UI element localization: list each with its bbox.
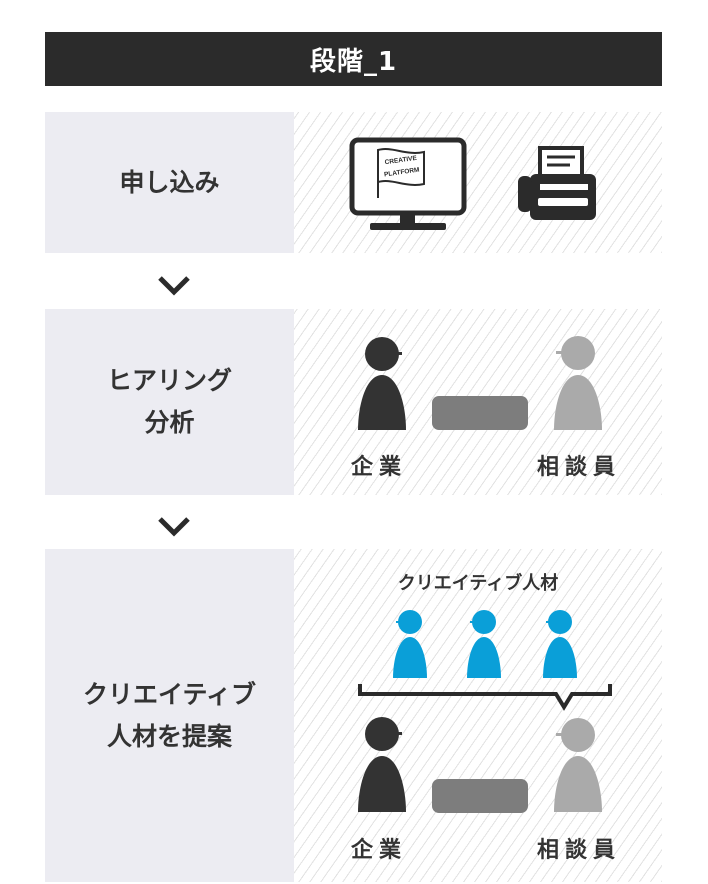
step-label-text: 申し込み — [119, 167, 220, 197]
consultant-caption: 相談員 — [537, 838, 622, 863]
step-visual: 企業 相談員 — [294, 309, 662, 495]
chevron-down-icon — [158, 276, 190, 296]
logo-line2: PLATFORM — [384, 167, 420, 179]
chevron-down-icon — [158, 517, 190, 537]
group-bracket — [358, 684, 612, 711]
meeting-table — [432, 396, 528, 430]
computer-monitor-icon: CREATIVE PLATFORM — [349, 137, 467, 230]
step-label: ヒアリング 分析 — [45, 309, 294, 495]
creative-person-icon — [467, 610, 501, 678]
step-hearing: ヒアリング 分析 企業 相談員 — [45, 309, 662, 495]
creative-person-icon — [543, 610, 577, 678]
step-label-line2: 人材を提案 — [106, 721, 232, 751]
meeting-table — [432, 779, 528, 813]
step-label: 申し込み — [45, 112, 294, 253]
fax-machine-icon — [518, 146, 596, 220]
step-visual: クリエイティブ人材 — [294, 549, 662, 882]
creative-person-icon — [393, 610, 427, 678]
step-visual: CREATIVE PLATFORM — [294, 112, 662, 253]
company-caption: 企業 — [351, 455, 408, 480]
company-caption: 企業 — [351, 838, 408, 863]
step-label-line1: クリエイティブ — [82, 679, 256, 709]
step-label-line1: ヒアリング — [106, 366, 232, 395]
consultant-person-icon — [554, 718, 602, 812]
company-person-icon — [358, 717, 406, 812]
step-label: クリエイティブ 人材を提案 — [45, 549, 294, 882]
step-proposal: クリエイティブ 人材を提案 クリエイティブ人材 — [45, 549, 662, 882]
logo-line1: CREATIVE — [384, 155, 418, 167]
step-label-line2: 分析 — [144, 408, 195, 437]
consultant-person-icon — [554, 336, 602, 430]
company-person-icon — [358, 337, 406, 430]
creative-group-title: クリエイティブ人材 — [397, 573, 559, 594]
stage-title: 段階_1 — [309, 46, 398, 77]
step-application: 申し込み CREATIVE PLATFORM — [45, 112, 662, 253]
consultant-caption: 相談員 — [537, 455, 622, 480]
stage-header: 段階_1 — [45, 32, 662, 86]
